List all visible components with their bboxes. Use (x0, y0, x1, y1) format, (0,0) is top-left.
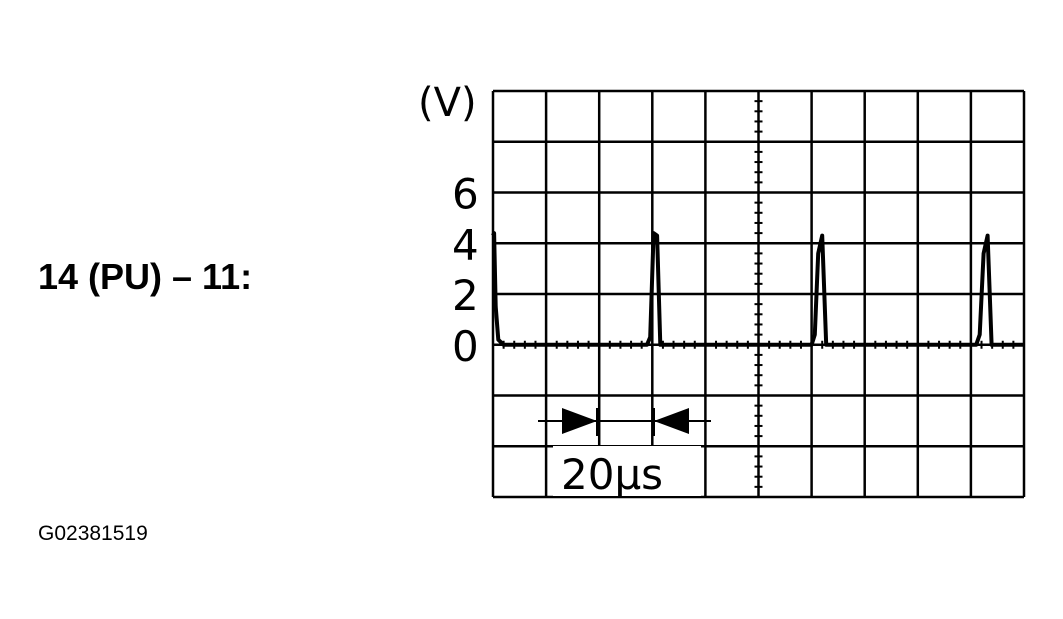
time-scale-label: 20μs (561, 450, 663, 499)
y-tick-label: 2 (452, 271, 479, 320)
scale-label-background (553, 446, 701, 496)
time-scale-marker: 20μs (538, 408, 711, 499)
y-tick-label: 0 (452, 322, 479, 371)
scale-arrow-right (562, 408, 597, 434)
y-axis-unit-label: (V) (418, 80, 477, 126)
pin-label: 14 (PU) – 11: (38, 256, 253, 297)
y-tick-label: 4 (452, 220, 479, 269)
waveform-series-line (491, 231, 1024, 347)
y-tick-label: 6 (452, 170, 479, 219)
figure-id: G02381519 (38, 522, 148, 545)
scale-arrow-left (654, 408, 689, 434)
